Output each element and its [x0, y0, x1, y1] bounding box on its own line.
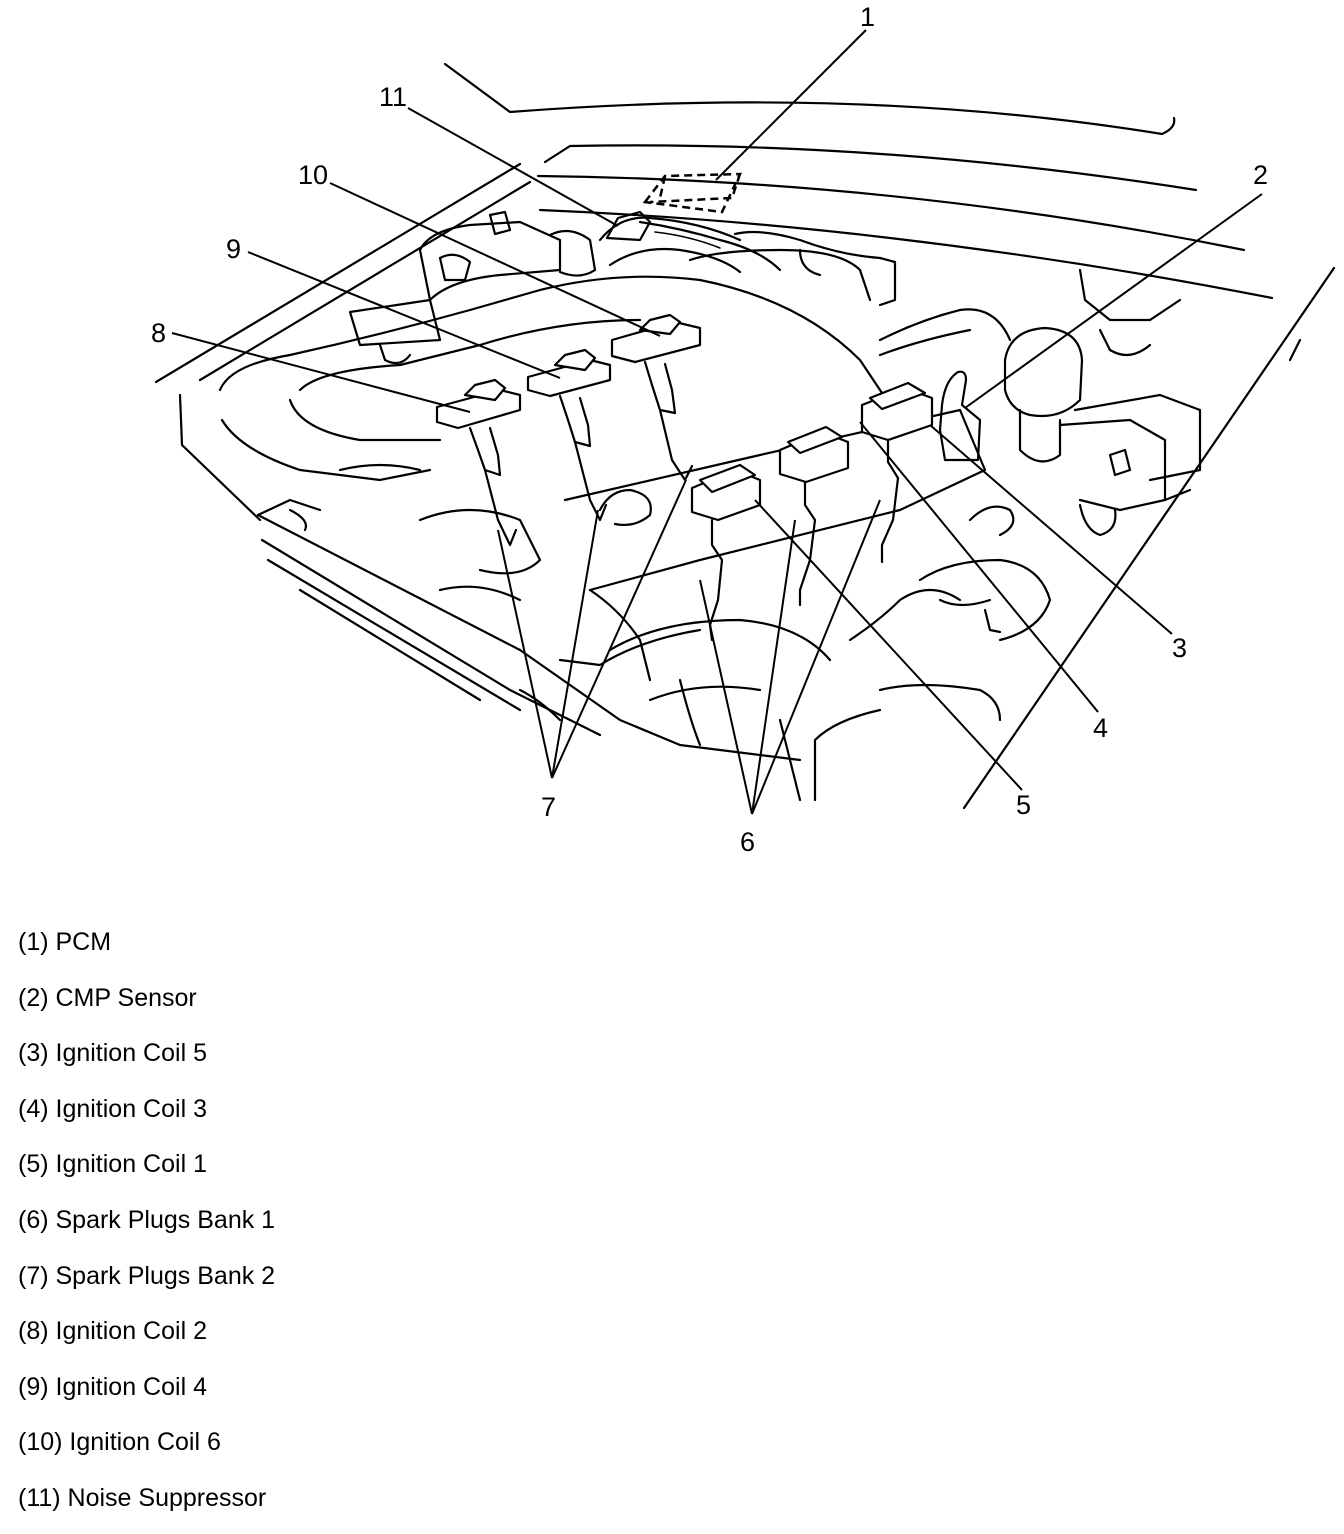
- ignition-coil-3-drawing: [778, 425, 850, 607]
- leader-5: [754, 499, 1023, 791]
- leader-7c: [551, 479, 687, 779]
- callout-2: 2: [1253, 160, 1268, 190]
- leader-7b: [551, 509, 599, 779]
- callout-8: 8: [151, 318, 166, 348]
- callout-5: 5: [1016, 790, 1031, 820]
- engine-component-diagram: 1 2 3 4 5 6 7 8 9 10 11: [151, 2, 1336, 857]
- ignition-coil-2-drawing: [435, 378, 522, 547]
- callout-7: 7: [541, 792, 556, 822]
- legend-item-ignition-coil-5: (3) Ignition Coil 5: [18, 1039, 207, 1068]
- legend-item-spark-plugs-bank-1: (6) Spark Plugs Bank 1: [18, 1205, 276, 1234]
- leader-3: [929, 424, 1173, 635]
- legend-item-spark-plugs-bank-2: (7) Spark Plugs Bank 2: [18, 1261, 276, 1290]
- leader-6b: [751, 519, 796, 815]
- cmp-sensor: [938, 370, 982, 462]
- callout-9: 9: [226, 234, 241, 264]
- noise-suppressor: [605, 210, 652, 242]
- leader-1: [715, 29, 867, 181]
- callout-11: 11: [379, 82, 407, 112]
- leader-6a: [699, 579, 753, 815]
- ignition-coil-4-drawing: [526, 348, 612, 522]
- leader-10: [329, 182, 661, 337]
- ignition-coil-1-drawing: [690, 463, 762, 642]
- callout-4: 4: [1093, 713, 1108, 743]
- leader-7a: [497, 529, 553, 779]
- legend-item-ignition-coil-4: (9) Ignition Coil 4: [18, 1372, 207, 1401]
- callout-labels: 1 2 3 4 5 6 7 8 9 10 11: [151, 2, 1268, 857]
- callout-6: 6: [740, 827, 755, 857]
- legend-item-ignition-coil-2: (8) Ignition Coil 2: [18, 1317, 207, 1346]
- legend-item-noise-suppressor: (11) Noise Suppressor: [18, 1483, 267, 1512]
- leader-9: [247, 251, 561, 379]
- legend-item-cmp-sensor: (2) CMP Sensor: [18, 983, 197, 1012]
- legend-item-pcm: (1) PCM: [18, 928, 112, 956]
- leader-lines: [171, 29, 1263, 815]
- pcm-dashed-outline: [642, 172, 743, 214]
- ignition-coil-5-drawing: [860, 381, 934, 564]
- callout-3: 3: [1172, 633, 1187, 663]
- leader-2: [964, 193, 1263, 409]
- callout-10: 10: [298, 160, 328, 190]
- ignition-coil-6-drawing: [610, 313, 702, 482]
- component-legend: (1) PCM (2) CMP Sensor (3) Ignition Coil…: [18, 922, 275, 1534]
- leader-6c: [751, 499, 881, 815]
- leader-11: [407, 107, 619, 227]
- legend-item-ignition-coil-1: (5) Ignition Coil 1: [18, 1150, 207, 1179]
- legend-item-ignition-coil-3: (4) Ignition Coil 3: [18, 1094, 207, 1123]
- legend-item-ignition-coil-6: (10) Ignition Coil 6: [18, 1428, 221, 1457]
- leader-8: [171, 332, 471, 413]
- engine-line-art: [154, 62, 1336, 810]
- callout-1: 1: [860, 2, 875, 32]
- leader-4: [859, 421, 1099, 713]
